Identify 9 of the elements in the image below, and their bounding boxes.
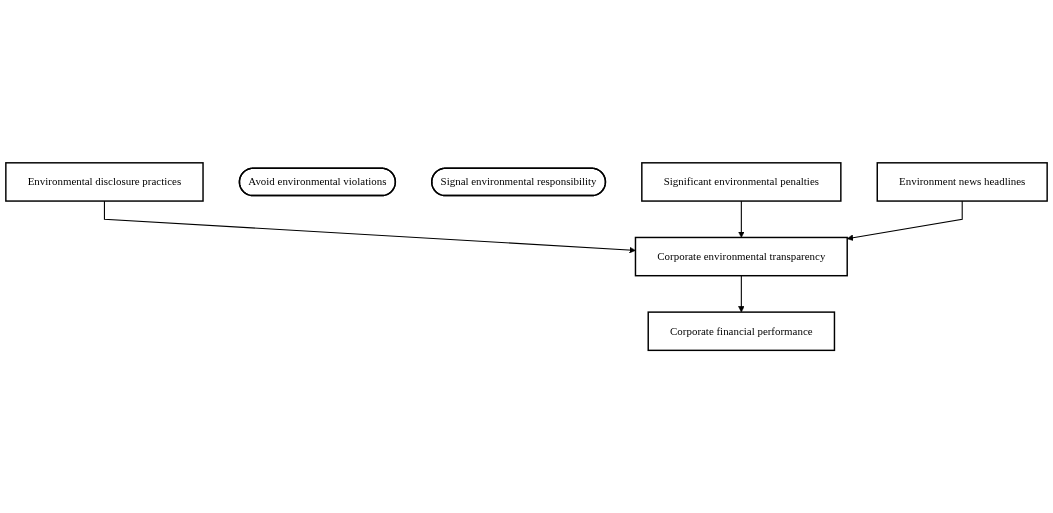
arrow [846,200,963,241]
arrow [103,200,636,254]
node-box: Corporate environmental transparency [634,236,848,277]
arrow [738,275,745,313]
node-box: Corporate financial performance [647,311,836,351]
arrow [738,200,745,238]
node-box: Significant environmental penalties [641,162,842,202]
node-box: Environmental disclosure practices [5,162,204,202]
node-box: Environment news headlines [876,162,1048,202]
